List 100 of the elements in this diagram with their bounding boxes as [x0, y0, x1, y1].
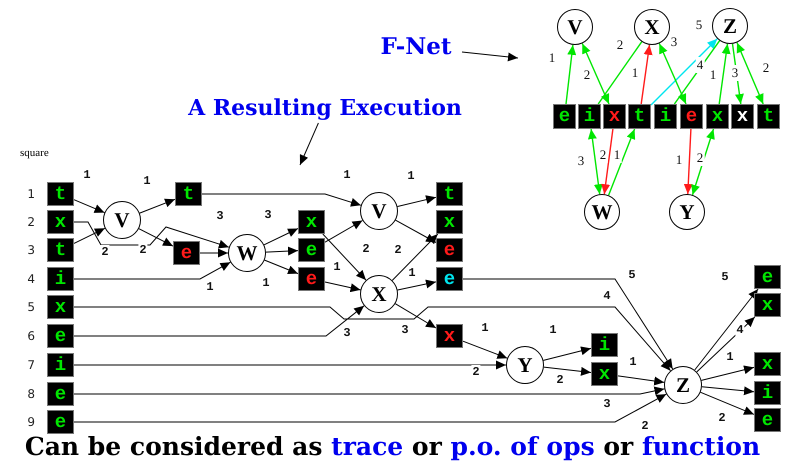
letter-tile: e: [298, 238, 325, 262]
letter-tile: i: [591, 333, 618, 357]
row-number: 2: [27, 215, 35, 229]
row-number: 6: [27, 329, 35, 343]
row-number: 4: [27, 272, 35, 286]
letter-tile: t: [436, 182, 463, 206]
letter-tile: x: [754, 293, 781, 317]
letter-tile: e: [754, 408, 781, 432]
arrow: [694, 288, 759, 370]
arrow: [264, 260, 298, 274]
title-text: F-Net: [370, 32, 462, 62]
edge-label: 4: [735, 323, 745, 337]
arrow: [582, 43, 610, 104]
arrow: [74, 394, 667, 422]
arrow: [138, 228, 174, 247]
arrow: [200, 248, 228, 258]
row-number: 1: [27, 187, 35, 201]
caption-text: Can be considered as trace or p.o. of ops or function: [24, 432, 762, 462]
letter-tile: i: [654, 104, 677, 129]
letter-tile: e: [680, 104, 703, 129]
arrow: [701, 386, 754, 396]
arrow: [588, 128, 603, 194]
letter-tile: e: [47, 410, 74, 434]
node-circle: V: [103, 201, 141, 239]
letter-tile: t: [47, 182, 74, 206]
letter-tile: e: [436, 267, 463, 291]
letter-tile: i: [754, 381, 781, 405]
letter-tile: x: [436, 210, 463, 234]
node-circle: X: [360, 275, 398, 313]
arrow: [700, 365, 754, 381]
row-number: 7: [27, 358, 35, 372]
row-number: 9: [27, 415, 35, 429]
node-circle: V: [557, 9, 593, 45]
letter-tile: e: [47, 324, 74, 348]
node-circle: V: [360, 192, 398, 230]
letter-tile: e: [298, 267, 325, 291]
connector-line: [674, 40, 720, 104]
arrow: [718, 44, 731, 104]
letter-tile: e: [173, 241, 200, 265]
letter-tile: x: [731, 104, 754, 129]
letter-tile: x: [591, 362, 618, 386]
arrow: [395, 220, 436, 243]
arrow: [565, 44, 576, 104]
arrow: [74, 386, 665, 396]
letter-tile: t: [175, 182, 202, 206]
arrow: [691, 128, 715, 196]
title-text: A Resulting Execution: [166, 93, 484, 123]
arrow: [608, 128, 636, 196]
arrow: [74, 222, 230, 248]
letter-tile: x: [47, 210, 74, 234]
node-circle: W: [584, 194, 620, 230]
row-number: 5: [27, 300, 35, 314]
arrow: [202, 194, 362, 207]
letter-tile: e: [436, 238, 463, 262]
arrow: [684, 128, 693, 194]
arrow: [397, 280, 436, 290]
node-circle: Z: [664, 366, 702, 404]
letter-tile: x: [436, 324, 463, 348]
letter-tile: e: [553, 104, 576, 129]
letter-tile: t: [47, 238, 74, 262]
arrow: [74, 306, 671, 372]
node-circle: Y: [669, 194, 705, 230]
letter-tile: e: [47, 382, 74, 406]
arrow: [74, 228, 106, 244]
letter-tile: i: [47, 267, 74, 291]
node-circle: W: [228, 234, 266, 272]
arrow: [542, 346, 592, 361]
letter-tile: i: [578, 104, 601, 129]
note-text: square: [20, 147, 49, 159]
letter-tile: x: [298, 210, 325, 234]
arrow: [650, 38, 718, 106]
arrow: [324, 282, 361, 292]
arrow: [322, 234, 366, 281]
arrow: [543, 366, 592, 376]
arrow: [266, 246, 298, 256]
row-number: 8: [27, 387, 35, 401]
connector-line: [598, 41, 642, 104]
arrow: [601, 128, 614, 194]
letter-tile: x: [754, 352, 781, 376]
arrow: [74, 199, 105, 214]
letter-tile: e: [754, 265, 781, 289]
arrow: [658, 43, 687, 104]
letter-tile: t: [628, 104, 651, 129]
arrow: [618, 375, 665, 386]
arrow: [696, 316, 756, 372]
arrow: [74, 305, 365, 336]
row-number: 3: [27, 243, 35, 257]
node-circle: Y: [506, 346, 544, 384]
node-circle: X: [634, 9, 670, 45]
arrow: [74, 262, 231, 280]
letter-tile: x: [47, 295, 74, 319]
arrow: [700, 392, 754, 415]
arrow: [736, 42, 764, 104]
arrow: [462, 52, 518, 62]
letter-tile: x: [706, 104, 729, 129]
edge-label: 3: [730, 65, 740, 81]
arrow: [640, 44, 653, 104]
edge-label: 2: [696, 150, 704, 166]
letter-tile: x: [603, 104, 626, 129]
arrow: [300, 122, 319, 166]
